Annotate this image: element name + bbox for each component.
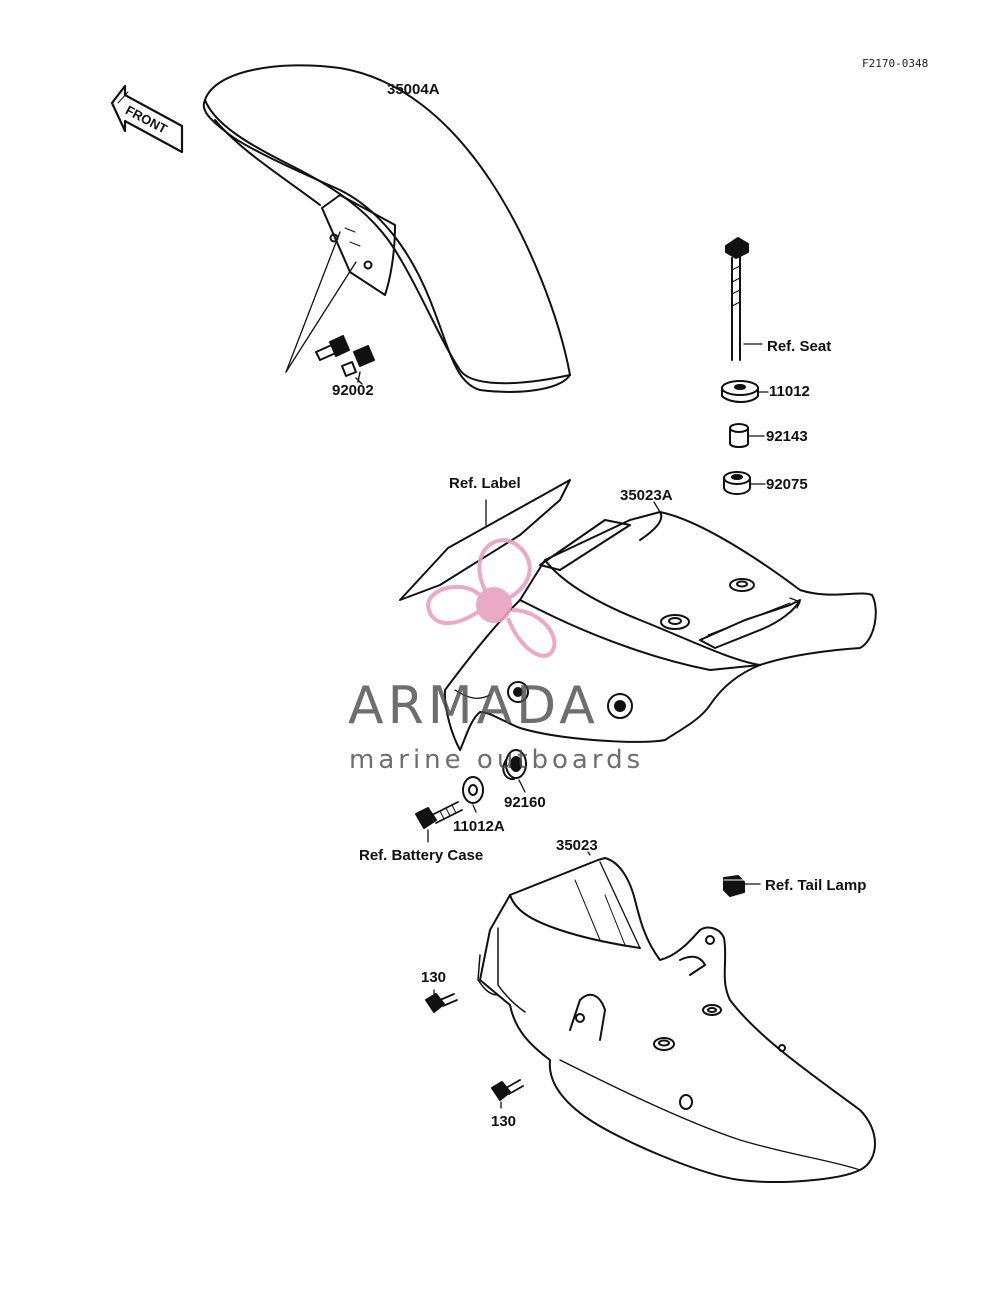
- watermark-name: ARMADA: [348, 676, 599, 736]
- label-35023a: 35023A: [620, 487, 673, 504]
- label-92143: 92143: [766, 428, 808, 445]
- watermark-tagline: marine outboards: [349, 745, 645, 775]
- rear-fender-front-drawing: [443, 501, 877, 751]
- label-ref-label: Ref. Label: [449, 475, 521, 492]
- label-35004a: 35004A: [387, 81, 440, 98]
- grommet-top-icon: [723, 471, 751, 495]
- tail-lamp-nut-icon: [723, 875, 745, 897]
- label-92002: 92002: [332, 382, 374, 399]
- front-arrow-icon: [110, 84, 184, 154]
- bolt-130-upper-icon: [425, 993, 458, 1013]
- washer-top-icon: [721, 380, 759, 403]
- front-fender-bolt-leaders: [285, 231, 357, 373]
- bolt-130-lower-icon: [491, 1079, 524, 1101]
- seat-bolt-icon: [725, 237, 749, 361]
- rear-fender-rear-drawing: [477, 851, 876, 1183]
- label-92160: 92160: [504, 794, 546, 811]
- collar-icon: [729, 423, 749, 448]
- label-11012a: 11012A: [453, 818, 505, 835]
- diagram-code: F2170-0348: [862, 57, 929, 70]
- label-130-upper: 130: [421, 969, 447, 986]
- label-130-lower: 130: [491, 1113, 517, 1130]
- label-35023: 35023: [556, 837, 598, 854]
- label-ref-battery-case: Ref. Battery Case: [359, 847, 484, 864]
- label-92075: 92075: [766, 476, 808, 493]
- label-ref-tail-lamp: Ref. Tail Lamp: [765, 877, 867, 894]
- battery-case-bolt-icon: [415, 801, 463, 829]
- washer-icon: [462, 776, 484, 804]
- armada-logo-icon: [425, 537, 557, 658]
- label-11012: 11012: [769, 383, 810, 400]
- front-fender-bolt-icon: [315, 335, 375, 385]
- front-fender-drawing: [202, 64, 571, 393]
- label-ref-seat: Ref. Seat: [767, 338, 832, 355]
- label-sticker-drawing: [399, 479, 571, 601]
- grommet-icon: [502, 749, 527, 781]
